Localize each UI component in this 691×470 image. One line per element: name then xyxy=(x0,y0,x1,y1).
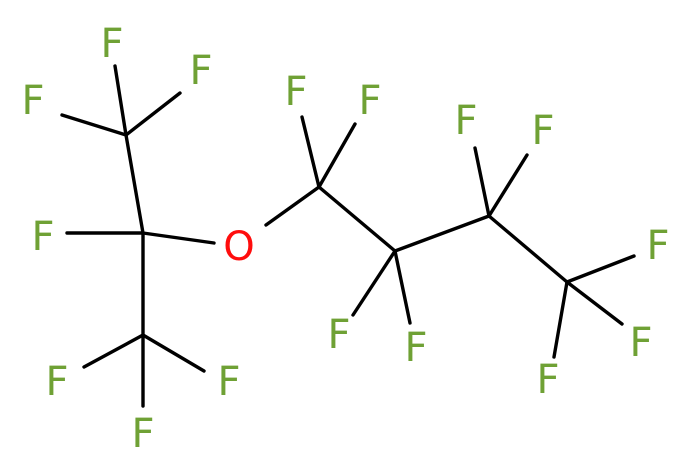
bond-c6-f12 xyxy=(473,146,491,218)
fluorine-atom-label: F xyxy=(327,312,350,358)
iodine-atom-label: F xyxy=(536,357,559,403)
bond-c4-f9 xyxy=(317,122,357,189)
bond-c2-o1 xyxy=(141,231,216,245)
fluorine-atom-label: F xyxy=(131,411,154,457)
fluorine-atom-label: F xyxy=(404,325,427,371)
bond-c7-f15 xyxy=(565,280,624,326)
bond-c6-c7 xyxy=(487,214,569,284)
bond-c1-f1 xyxy=(113,64,128,137)
fluorine-atom-label: F xyxy=(284,69,307,115)
fluorine-atom-label: F xyxy=(100,21,123,67)
bond-c5-f10 xyxy=(351,249,397,317)
bond-c3-f5 xyxy=(82,333,145,369)
bond-c5-c6 xyxy=(393,214,491,253)
bond-o1-c4 xyxy=(264,185,321,227)
fluorine-atom-label: F xyxy=(31,214,54,260)
oxygen-atom-label: O xyxy=(223,224,254,270)
fluorine-atom-label: F xyxy=(531,108,554,154)
fluorine-atom-label: F xyxy=(629,320,652,366)
bond-c3-f6 xyxy=(141,333,206,373)
bond-c7-i1 xyxy=(552,280,569,359)
bond-c4-f8 xyxy=(300,115,321,189)
fluorine-atom-label: F xyxy=(45,359,68,405)
fluorine-atom-label: F xyxy=(217,359,240,405)
bond-c1-c2 xyxy=(124,133,145,235)
bond-c4-c5 xyxy=(317,185,397,253)
fluorine-atom-label: F xyxy=(646,223,669,269)
bond-c6-f13 xyxy=(487,153,529,218)
bond-c1-f2 xyxy=(124,91,182,137)
fluorine-atom-label: F xyxy=(454,98,477,144)
bond-c1-f3 xyxy=(60,113,128,137)
fluorine-atom-label: F xyxy=(189,48,212,94)
fluorine-atom-label: F xyxy=(21,78,44,124)
bond-c5-f11 xyxy=(393,249,412,325)
fluorine-atom-label: F xyxy=(358,78,381,124)
bond-c7-f14 xyxy=(565,254,636,284)
